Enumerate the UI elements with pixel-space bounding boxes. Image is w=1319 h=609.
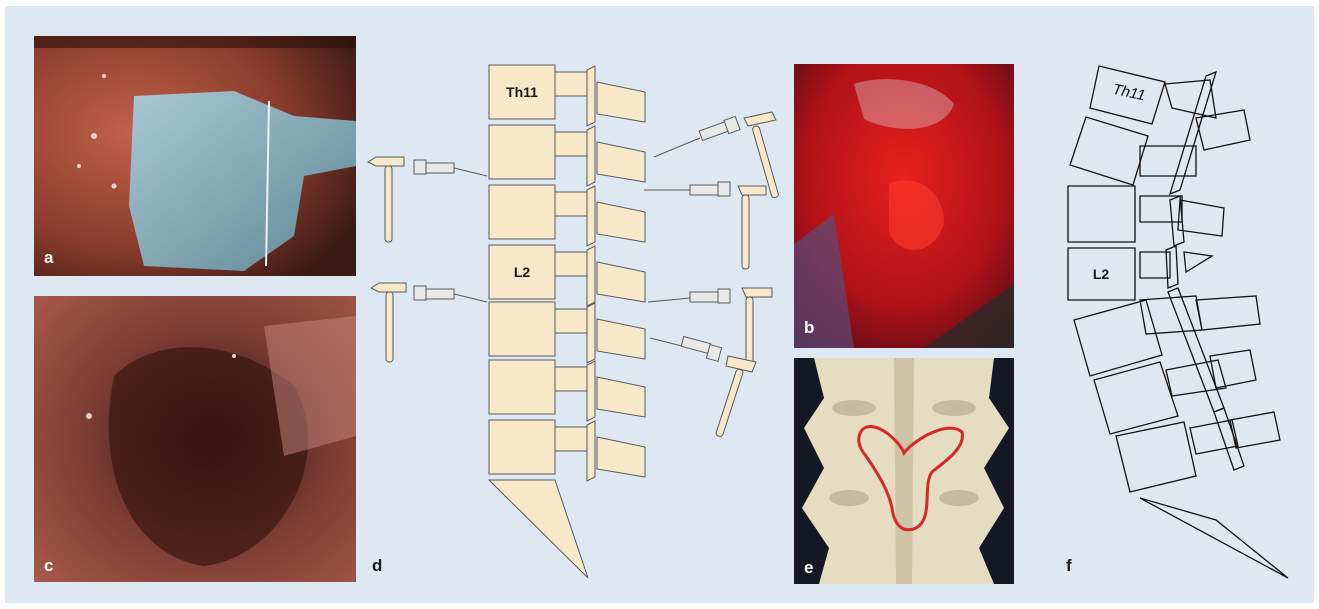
panel-label-b: b (804, 318, 814, 338)
vertebra-label-l2-d: L2 (514, 264, 531, 280)
vertebra-label-th11-f: Th11 (1111, 81, 1147, 105)
hammer-icon (715, 356, 756, 437)
hammer-icon (368, 157, 404, 242)
panel-e-photo: e (794, 358, 1014, 584)
panel-f-diagram: Th11 L2 (1060, 50, 1300, 585)
spine-outline-f (1068, 66, 1288, 578)
panel-label-a: a (44, 248, 53, 268)
hammer-icon (744, 112, 779, 198)
endoscopic-image-c (34, 296, 356, 582)
screw-icon (648, 289, 730, 303)
bone-specimen-image-e (794, 358, 1014, 584)
operative-image-b (794, 64, 1014, 348)
hammer-icon (742, 288, 772, 365)
panel-label-c: c (44, 556, 53, 576)
screw-icon (414, 286, 487, 302)
panel-label-e: e (804, 558, 813, 578)
panel-c-photo: c (34, 296, 356, 582)
hammer-icon (371, 283, 406, 362)
screw-icon (644, 182, 730, 196)
panel-a-photo: a (34, 36, 356, 276)
screw-icon (650, 337, 722, 362)
hammer-icon (738, 186, 766, 269)
spine-column-d (489, 65, 645, 578)
vertebra-label-th11-d: Th11 (506, 84, 538, 100)
endoscopic-image-a (34, 36, 356, 276)
screw-icon (414, 160, 487, 176)
panel-b-photo: b (794, 64, 1014, 348)
vertebra-label-l2-f: L2 (1093, 266, 1110, 282)
panel-d-diagram: Th11 L2 (360, 50, 790, 580)
screw-icon (654, 116, 740, 157)
